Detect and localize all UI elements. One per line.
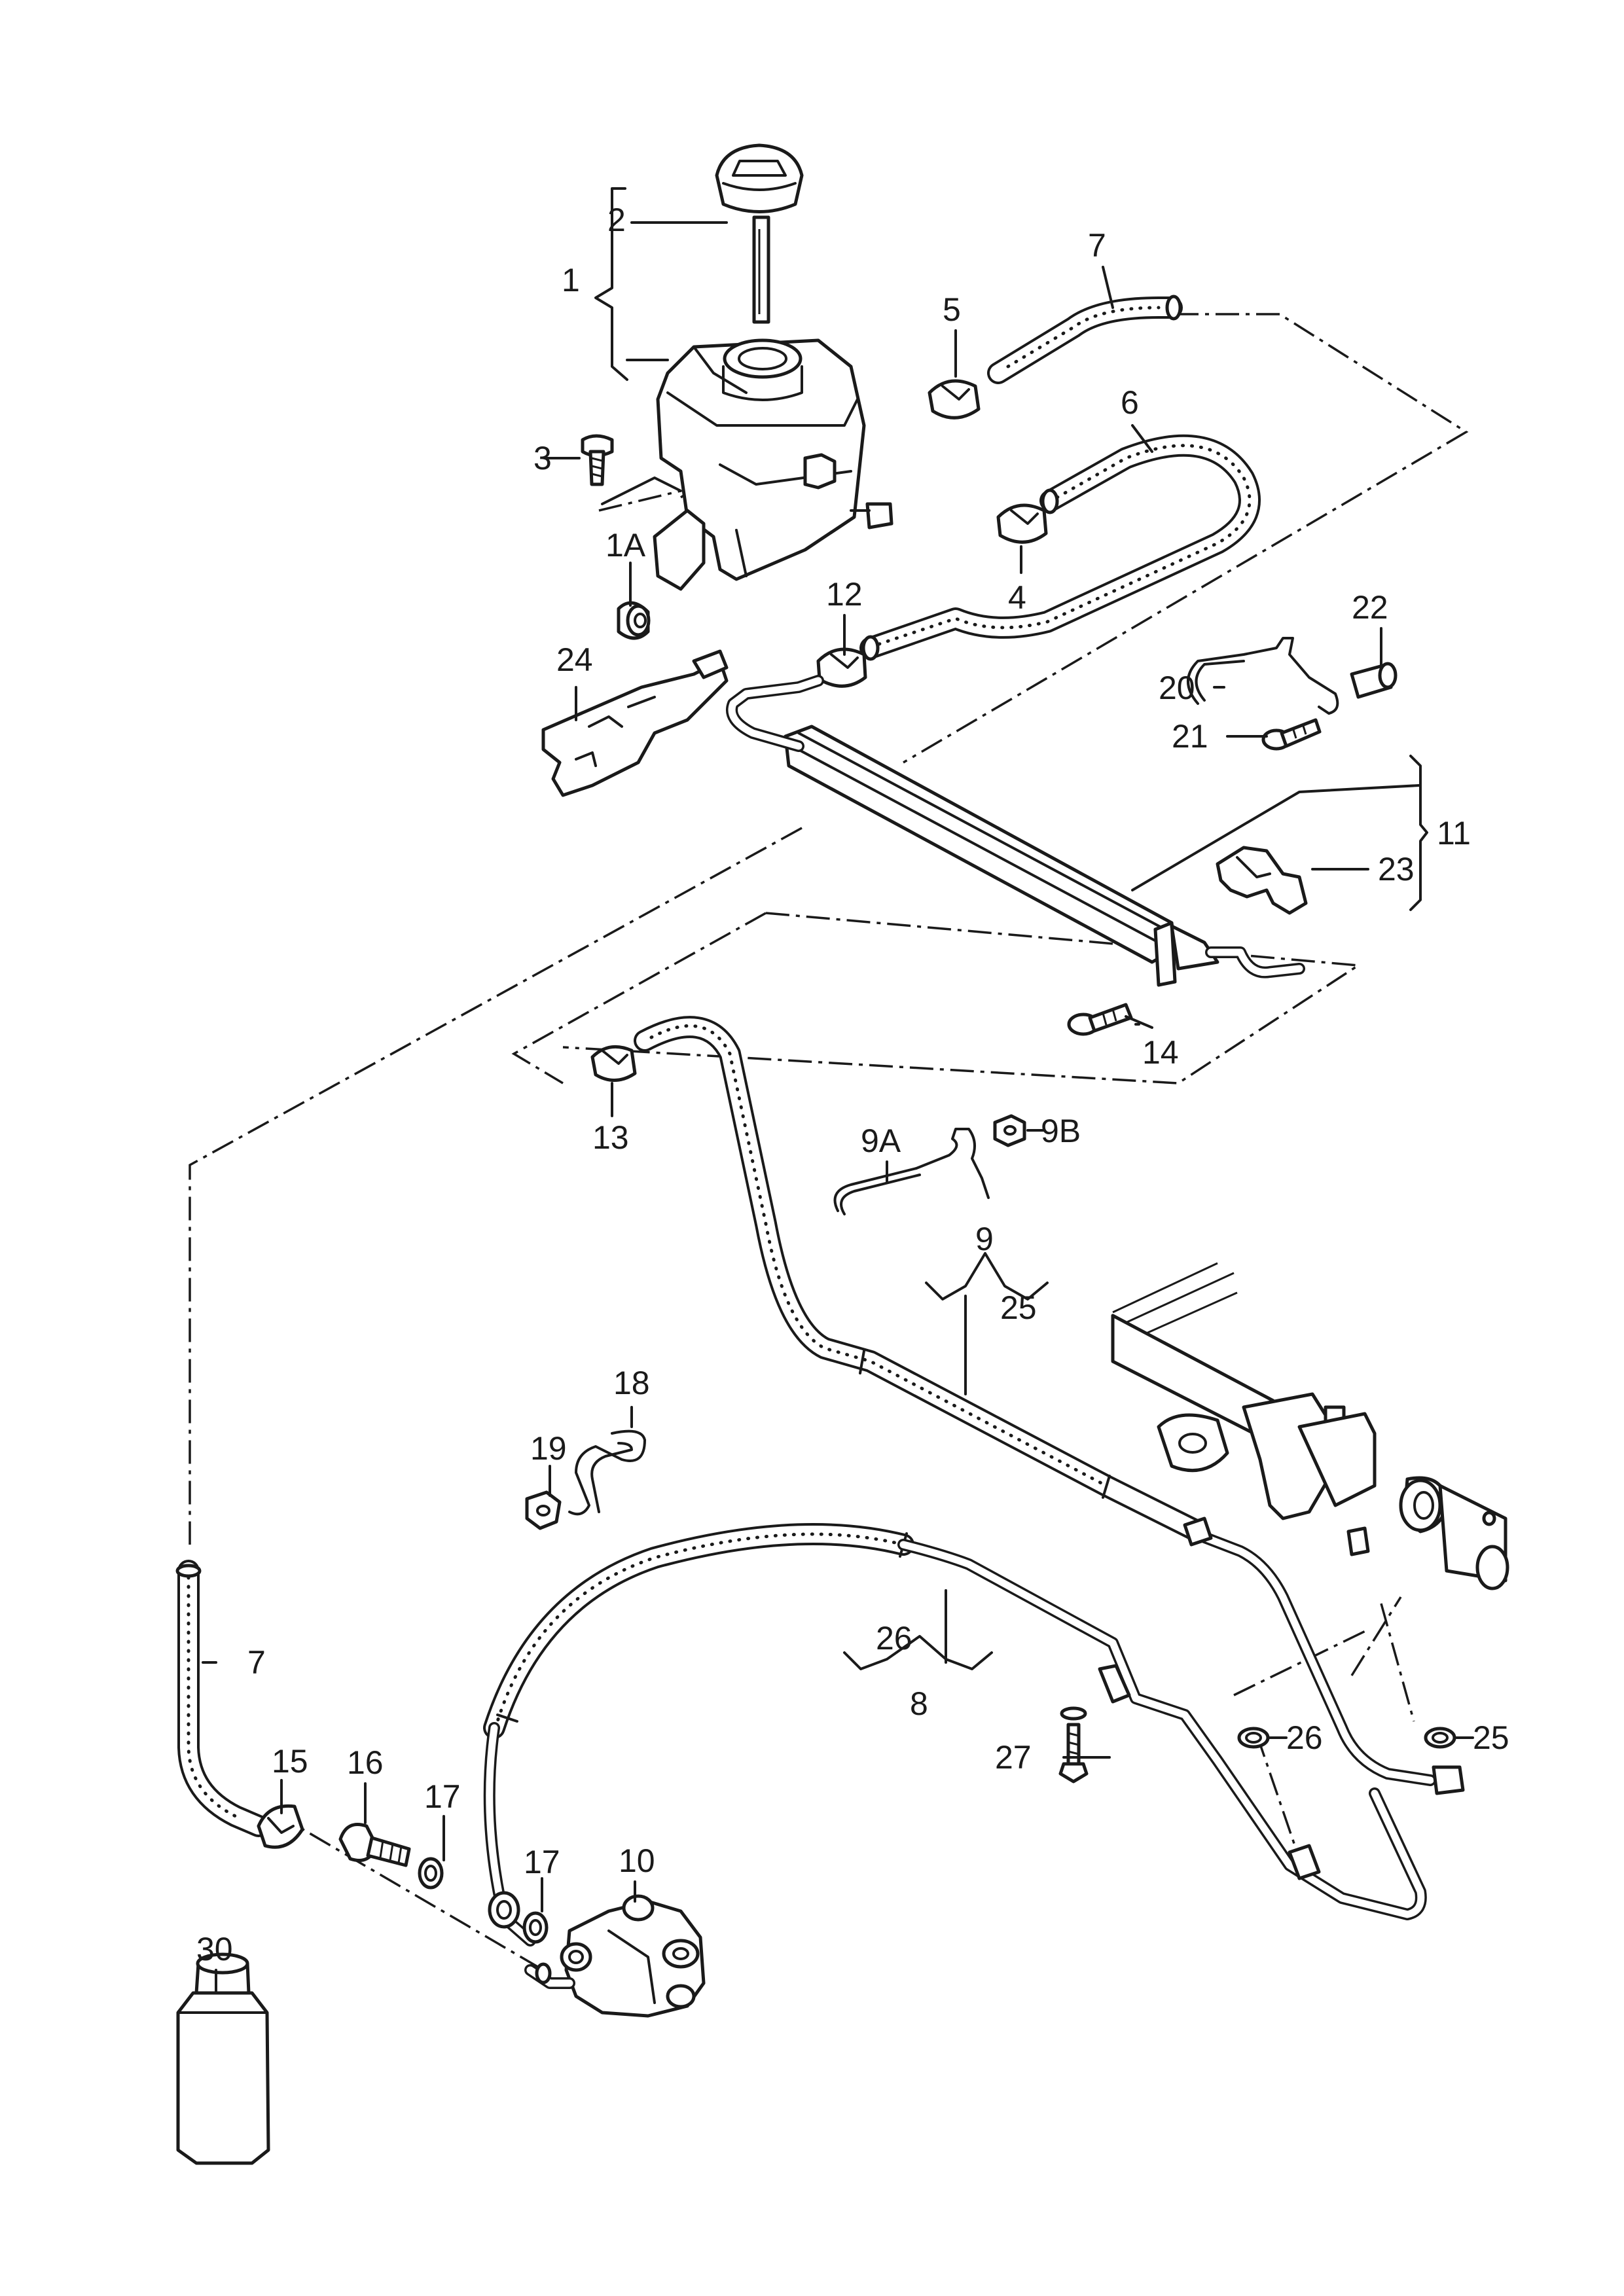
callout-1: 1 [562, 262, 580, 298]
callout-4: 4 [1008, 579, 1026, 616]
callout-11: 11 [1437, 815, 1471, 852]
callout-16: 16 [347, 1744, 384, 1781]
callout-6: 6 [1121, 384, 1139, 421]
bolt-3[interactable] [581, 434, 614, 486]
callout-27: 27 [995, 1739, 1032, 1776]
bolt-27[interactable] [1058, 1706, 1089, 1784]
banjo-bolt-16[interactable] [338, 1823, 411, 1867]
screw-14[interactable] [1067, 1003, 1133, 1036]
callout-25-top: 25 [1000, 1289, 1037, 1326]
bolt-21[interactable] [1261, 718, 1322, 751]
callout-21: 21 [1172, 718, 1208, 755]
callout-24: 24 [556, 641, 593, 678]
wire-bracket-20[interactable] [1187, 637, 1339, 715]
hose-clamp-15[interactable] [257, 1804, 304, 1849]
callout-9: 9 [975, 1221, 994, 1257]
return-line-8[interactable] [483, 1523, 1427, 1946]
seal-ring-25-right[interactable] [1424, 1727, 1456, 1749]
washer-17-left[interactable] [418, 1857, 444, 1890]
callout-14: 14 [1142, 1034, 1179, 1071]
callout-9b: 9B [1041, 1113, 1081, 1149]
dashed-connector-lines [189, 313, 1469, 1971]
callout-1a: 1A [605, 527, 646, 564]
callout-9a: 9A [861, 1122, 901, 1159]
grommet-1a[interactable] [617, 601, 651, 640]
hose-clamp-13[interactable] [590, 1045, 637, 1082]
pressure-hose-9[interactable] [634, 1016, 1465, 1795]
cooler-11[interactable] [726, 675, 1305, 987]
hose-7-top[interactable] [987, 295, 1183, 384]
callout-10: 10 [619, 1842, 655, 1879]
callout-15: 15 [272, 1743, 308, 1780]
callout-19: 19 [530, 1430, 567, 1467]
callout-8: 8 [910, 1685, 928, 1722]
callout-13: 13 [592, 1119, 629, 1156]
callout-2: 2 [607, 202, 626, 238]
callout-3: 3 [533, 440, 552, 476]
fluid-reservoir[interactable] [653, 338, 893, 591]
bracket-23[interactable] [1216, 846, 1308, 915]
nut-9b[interactable] [993, 1114, 1026, 1147]
callout-26-bottom: 26 [876, 1620, 912, 1657]
nut-19[interactable] [525, 1490, 562, 1530]
fluid-bottle-30[interactable] [176, 1952, 270, 2165]
callout-22: 22 [1352, 589, 1388, 626]
banjo-fitting[interactable] [488, 1891, 520, 1929]
leader-lines [202, 187, 1474, 1994]
hose-clamp-4[interactable] [996, 503, 1048, 544]
washer-17-right[interactable] [522, 1911, 549, 1944]
callout-7-bottom: 7 [247, 1644, 266, 1681]
callout-30: 30 [196, 1931, 233, 1967]
hose-6[interactable] [859, 434, 1261, 661]
hose-7-bottom[interactable] [175, 1560, 270, 1837]
hose-clamp-5[interactable] [928, 379, 981, 420]
callout-12: 12 [826, 576, 863, 613]
callout-18: 18 [613, 1365, 650, 1401]
hose-clamp-12[interactable] [816, 647, 867, 688]
bushing-22[interactable] [1350, 662, 1398, 699]
bracket-24[interactable] [541, 649, 729, 797]
power-steering-pump[interactable] [524, 1894, 706, 2018]
callout-26-right: 26 [1286, 1719, 1323, 1756]
callout-17-right: 17 [524, 1844, 560, 1880]
reservoir-cap[interactable] [715, 143, 804, 324]
seal-ring-26-right[interactable] [1237, 1727, 1270, 1749]
callout-20: 20 [1159, 670, 1195, 706]
callout-23: 23 [1378, 851, 1415, 888]
callout-5: 5 [943, 291, 961, 328]
wire-bracket-9a[interactable] [833, 1128, 990, 1215]
callout-25-right: 25 [1473, 1719, 1509, 1756]
callout-7-top: 7 [1088, 227, 1106, 264]
steering-rack[interactable] [1111, 1262, 1509, 1590]
callout-labels: 1 2 3 1A 24 5 7 6 4 12 22 20 21 11 23 14… [196, 202, 1509, 1967]
clip-18[interactable] [568, 1429, 646, 1516]
callout-17-left: 17 [424, 1778, 461, 1815]
